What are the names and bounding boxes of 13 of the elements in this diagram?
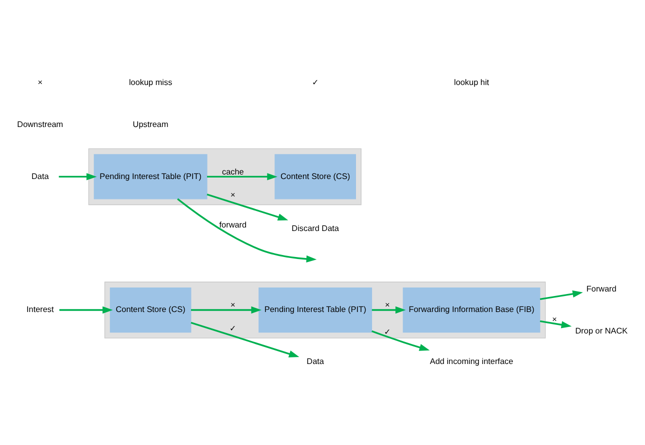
arrow: [190, 322, 300, 358]
arrow: [58, 173, 97, 180]
arrow: [207, 173, 278, 180]
arrow: [372, 330, 430, 351]
arrow: [59, 306, 113, 314]
arrow: [372, 306, 406, 314]
cluster: [88, 148, 362, 206]
arrow: [191, 306, 262, 314]
arrow: [206, 194, 288, 221]
cluster: [104, 282, 546, 338]
arrow: [540, 320, 572, 328]
arrow: [540, 290, 583, 300]
arrow: [177, 198, 317, 263]
